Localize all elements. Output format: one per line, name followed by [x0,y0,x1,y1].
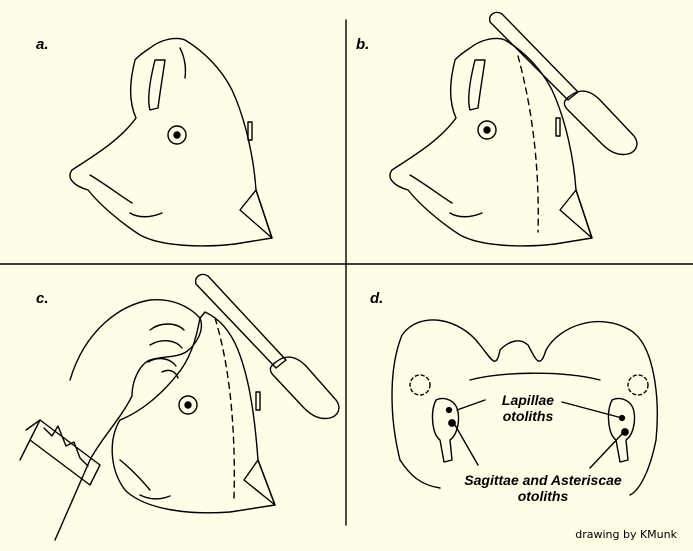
lapillae-label: Lapillae otoliths [478,392,578,424]
lapillae-label-title: Lapillae [478,392,578,408]
sagittae-label-title: Sagittae and Asteriscae [448,472,638,488]
sagittae-label: Sagittae and Asteriscae otoliths [448,472,638,504]
panel-d-letter: d. [370,290,383,307]
panel-a-letter: a. [36,36,49,53]
knife-handle-c [270,357,339,418]
knife-blade-b [490,12,578,100]
sagittae-label-sub: otoliths [448,488,638,504]
panel-a-fish-head [70,38,272,245]
drawing-credit: drawing by KMunk [575,528,677,541]
panel-c-letter: c. [36,290,49,307]
panel-c-hand-and-fish [20,274,339,540]
knife-blade-c [196,274,286,368]
panel-b-letter: b. [356,36,369,53]
panel-b-fish-head-cut [390,12,637,245]
lapillae-label-sub: otoliths [478,408,578,424]
knife-handle-b [564,91,637,154]
